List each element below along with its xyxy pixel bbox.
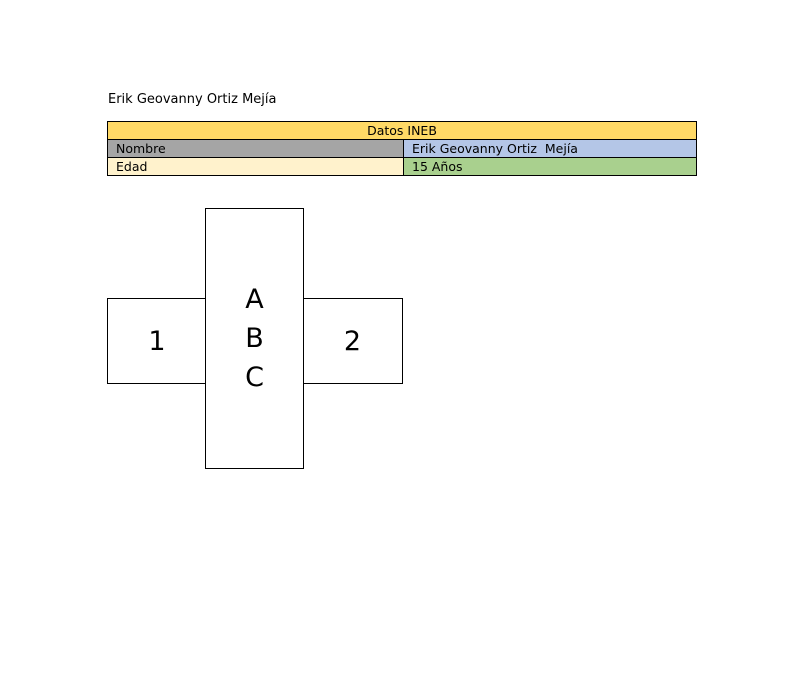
center-letter-a: A [245, 284, 264, 315]
nombre-label: Nombre [107, 139, 404, 158]
table-header: Datos INEB [107, 121, 697, 140]
info-table: Datos INEB Nombre Erik Geovanny Ortiz Me… [107, 121, 697, 176]
edad-label: Edad [107, 157, 404, 176]
right-box: 2 [302, 298, 403, 384]
center-letter-b: B [245, 323, 264, 354]
table-row: Nombre Erik Geovanny Ortiz Mejía [107, 139, 697, 158]
center-box: A B C [205, 208, 304, 469]
edad-value: 15 Años [403, 157, 697, 176]
right-box-label: 2 [343, 325, 362, 357]
author-name: Erik Geovanny Ortiz Mejía [108, 92, 277, 107]
center-letter-c: C [245, 362, 264, 393]
table-row: Edad 15 Años [107, 157, 697, 176]
left-box: 1 [107, 298, 207, 384]
left-box-label: 1 [148, 325, 166, 357]
nombre-value: Erik Geovanny Ortiz Mejía [403, 139, 697, 158]
table-header-row: Datos INEB [107, 121, 697, 140]
